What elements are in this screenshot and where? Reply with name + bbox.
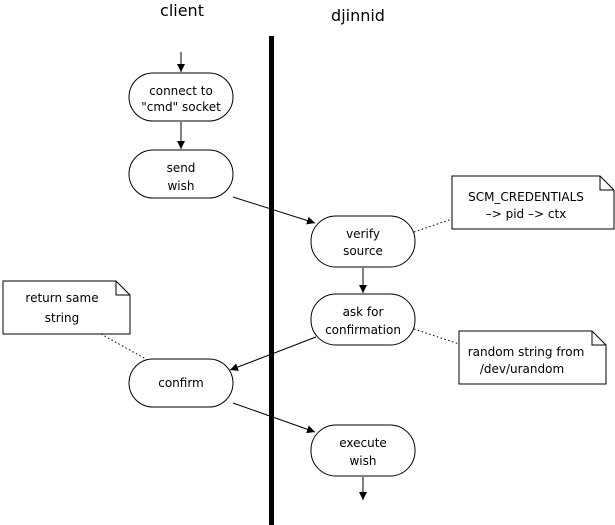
note-return-same-line-2: string — [45, 311, 79, 325]
node-ask-line-1: ask for — [343, 305, 384, 319]
node-execute-line-1: execute — [339, 436, 387, 450]
node-execute-line-2: wish — [349, 454, 376, 468]
note-random-string: random string from /dev/urandom — [458, 330, 607, 385]
node-send-line-1: send — [167, 161, 196, 175]
node-confirm-label: confirm — [158, 376, 204, 390]
swimlane-divider — [269, 36, 274, 525]
node-ask-line-2: confirmation — [325, 323, 401, 337]
node-verify-line-2: source — [343, 244, 383, 258]
note-return-same-line-1: return same — [25, 291, 98, 305]
node-connect-line-2: "cmd" socket — [141, 100, 221, 114]
anchor-return-same-note — [100, 333, 154, 364]
arrow-confirm-to-execute — [232, 402, 316, 434]
node-connect-socket: connect to "cmd" socket — [128, 72, 234, 122]
node-verify-source: verify source — [310, 215, 416, 268]
node-confirm: confirm — [128, 358, 234, 408]
node-connect-line-1: connect to — [149, 84, 213, 98]
lane-title-client: client — [160, 1, 204, 20]
node-ask-confirmation: ask for confirmation — [310, 293, 416, 346]
note-credentials-line-1: SCM_CREDENTIALS — [468, 190, 584, 204]
node-send-wish: send wish — [128, 149, 234, 199]
arrow-send-to-verify — [232, 196, 316, 225]
node-execute-wish: execute wish — [310, 424, 416, 477]
note-scm-credentials: SCM_CREDENTIALS –> pid –> ctx — [451, 175, 615, 230]
anchor-credentials-note — [413, 218, 453, 233]
note-random-string-line-1: random string from — [468, 345, 585, 359]
arrow-ask-to-confirm — [229, 336, 317, 371]
node-send-line-2: wish — [167, 179, 194, 193]
note-credentials-line-2: –> pid –> ctx — [486, 207, 567, 221]
anchor-random-string-note — [413, 328, 460, 345]
note-return-same-string: return same string — [2, 280, 131, 335]
lane-title-djinnid: djinnid — [331, 6, 385, 25]
node-verify-line-1: verify — [346, 227, 380, 241]
note-random-string-line-2: /dev/urandom — [480, 362, 564, 376]
